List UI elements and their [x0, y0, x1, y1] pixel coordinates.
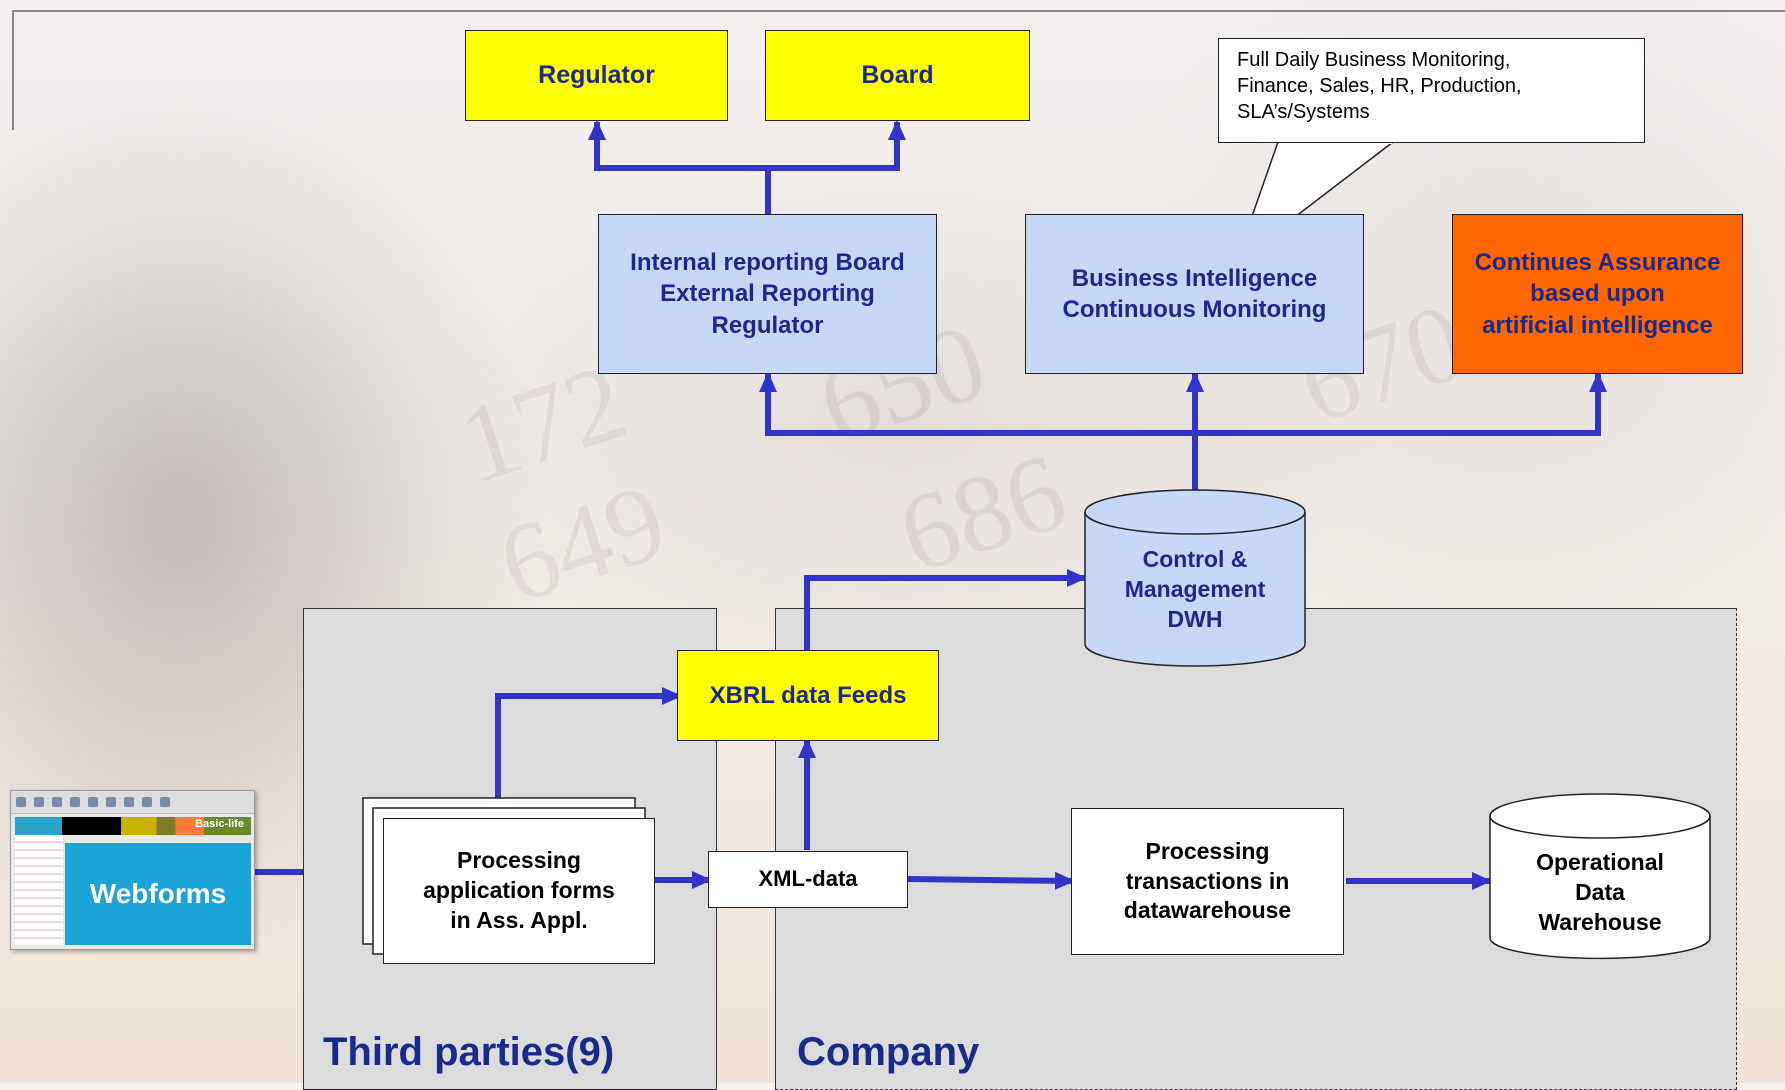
webforms-label: Webforms: [65, 843, 251, 945]
frame-top-line: [12, 10, 1785, 12]
connector-xml-to-transactions: [906, 871, 1075, 890]
connector-bus-to-assurance: [1195, 372, 1607, 436]
continuous-assurance-box: Continues Assurance based upon artificia…: [1452, 214, 1743, 374]
internal-reporting-box: Internal reporting Board External Report…: [598, 214, 937, 374]
webforms-brand: Basic-life: [195, 818, 244, 830]
processing-forms-box: Processing application forms in Ass. App…: [383, 818, 655, 964]
webforms-screenshot: Basic-life Webforms: [10, 790, 255, 950]
connector-internal-to-board: [765, 120, 906, 214]
webforms-colorbar: [15, 817, 251, 835]
webforms-sidebar: [15, 835, 63, 945]
operational-dw-label: Operational Data Warehouse: [1536, 849, 1664, 935]
connector-xbrl-to-dwh: [804, 569, 1087, 650]
xbrl-feeds-box: XBRL data Feeds: [677, 650, 939, 741]
xml-data-box: XML-data: [708, 851, 908, 908]
connector-forms-to-xbrl: [495, 687, 682, 798]
monitoring-callout: Full Daily Business Monitoring, Finance,…: [1218, 38, 1645, 143]
third-parties-title: Third parties(9): [323, 1030, 615, 1074]
webforms-toolbar: [11, 791, 254, 814]
company-title: Company: [797, 1030, 980, 1074]
business-intelligence-box: Business Intelligence Continuous Monitor…: [1025, 214, 1364, 374]
dwh-cylinder: [1084, 489, 1306, 667]
dwh-label: Control & Management DWH: [1124, 546, 1266, 632]
frame-left-line: [12, 10, 14, 130]
connector-bus-to-internal: [759, 372, 1195, 436]
processing-transactions-box: Processing transactions in datawarehouse: [1071, 808, 1344, 955]
connector-internal-to-regulator: [588, 120, 768, 171]
board-box: Board: [765, 30, 1030, 121]
operational-dw-cylinder: [1489, 793, 1711, 960]
regulator-box: Regulator: [465, 30, 728, 121]
